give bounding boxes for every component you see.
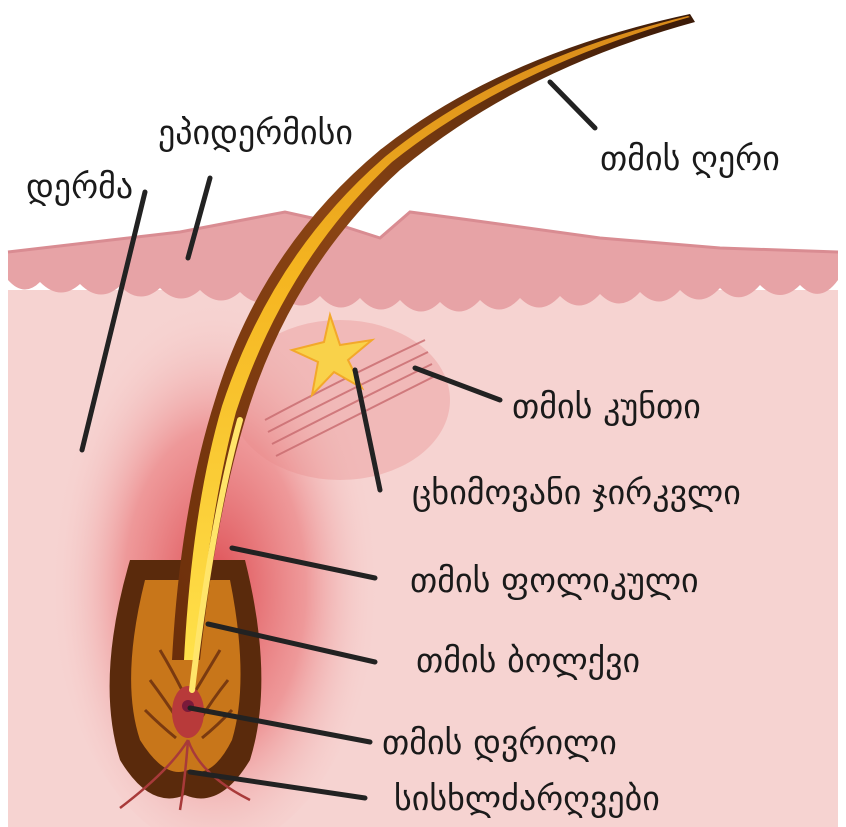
label-arrector-pili: თმის კუნთი	[512, 387, 701, 427]
label-papilla: თმის დვრილი	[382, 723, 617, 763]
label-sebaceous-gland: ცხიმოვანი ჯირკვლი	[412, 473, 741, 513]
label-blood-vessels: სისხლძარღვები	[394, 779, 660, 819]
leader-hair-shaft	[550, 82, 595, 128]
label-hair-bulb: თმის ბოლქვი	[416, 641, 640, 681]
label-epidermis: ეპიდერმისი	[158, 113, 353, 153]
label-dermis: დერმა	[26, 167, 133, 207]
label-hair-follicle: თმის ფოლიკული	[410, 561, 699, 601]
label-hair-shaft: თმის ღერი	[600, 139, 780, 179]
